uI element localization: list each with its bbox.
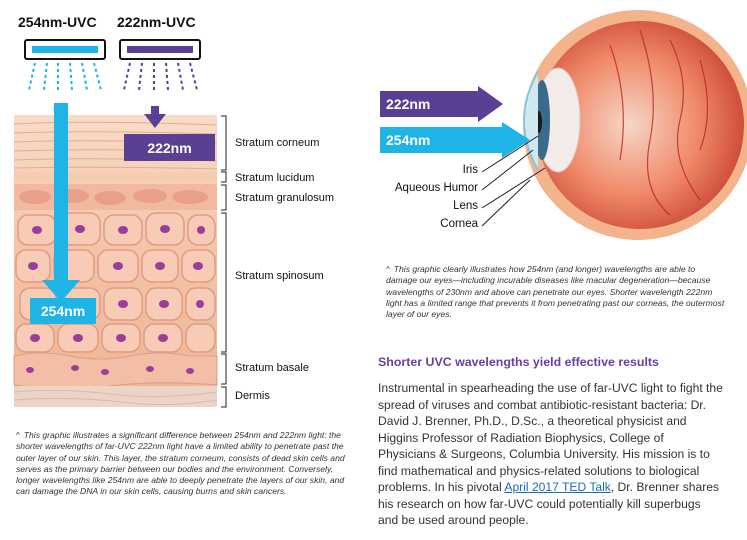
arrow-254-eye [380,122,530,158]
wavelength-254-eye-label: 254nm [386,132,431,148]
layer-label-corneum: Stratum corneum [235,137,320,149]
layer-label-granulosum: Stratum granulosum [235,192,335,204]
wavelength-222-eye-label: 222nm [386,96,431,112]
skin-caption: ^This graphic illustrates a significant … [16,430,352,498]
lamp-254-label: 254nm-UVC [18,14,97,30]
eye-pointer-lines [481,135,546,227]
layer-brackets [221,115,227,408]
wavelength-222-skin-label: 222nm [124,134,215,161]
arrow-222-eye [380,86,503,122]
paragraph-text-end: , Dr. Brenner shares his research on how… [378,480,720,527]
layer-label-lucidum: Stratum lucidum [235,172,315,184]
paragraph-text-start: Instrumental in spearheading the use of … [378,381,723,494]
section-paragraph: Instrumental in spearheading the use of … [378,380,723,529]
eye-caption-text: This graphic clearly illustrates how 254… [386,264,725,320]
caret-up-icon: ^ [16,431,20,440]
eye-label-lens: Lens [453,200,478,212]
layer-label-spinosum: Stratum spinosum [235,270,324,282]
layer-label-dermis: Dermis [235,390,270,402]
lamp-222-label: 222nm-UVC [117,14,196,30]
eye-caption: ^This graphic clearly illustrates how 25… [386,264,726,320]
skin-caption-text: This graphic illustrates a significant d… [16,430,345,497]
arrow-222-skin [144,106,166,128]
eye-label-cornea: Cornea [440,218,478,230]
eye-diagram [380,10,747,240]
caret-up-icon: ^ [386,265,390,274]
ted-talk-link[interactable]: April 2017 TED Talk [504,480,611,494]
lamp-254 [24,39,106,91]
section-heading: Shorter UVC wavelengths yield effective … [378,355,659,369]
wavelength-254-skin-label: 254nm [30,298,96,324]
lamp-222 [119,39,201,91]
eyeball [523,10,747,240]
layer-label-basale: Stratum basale [235,362,309,374]
skin-diagram [13,39,227,408]
eye-label-aqueous-humor: Aqueous Humor [394,182,478,194]
eye-label-iris: Iris [462,164,478,176]
arrow-254-skin [42,103,80,302]
